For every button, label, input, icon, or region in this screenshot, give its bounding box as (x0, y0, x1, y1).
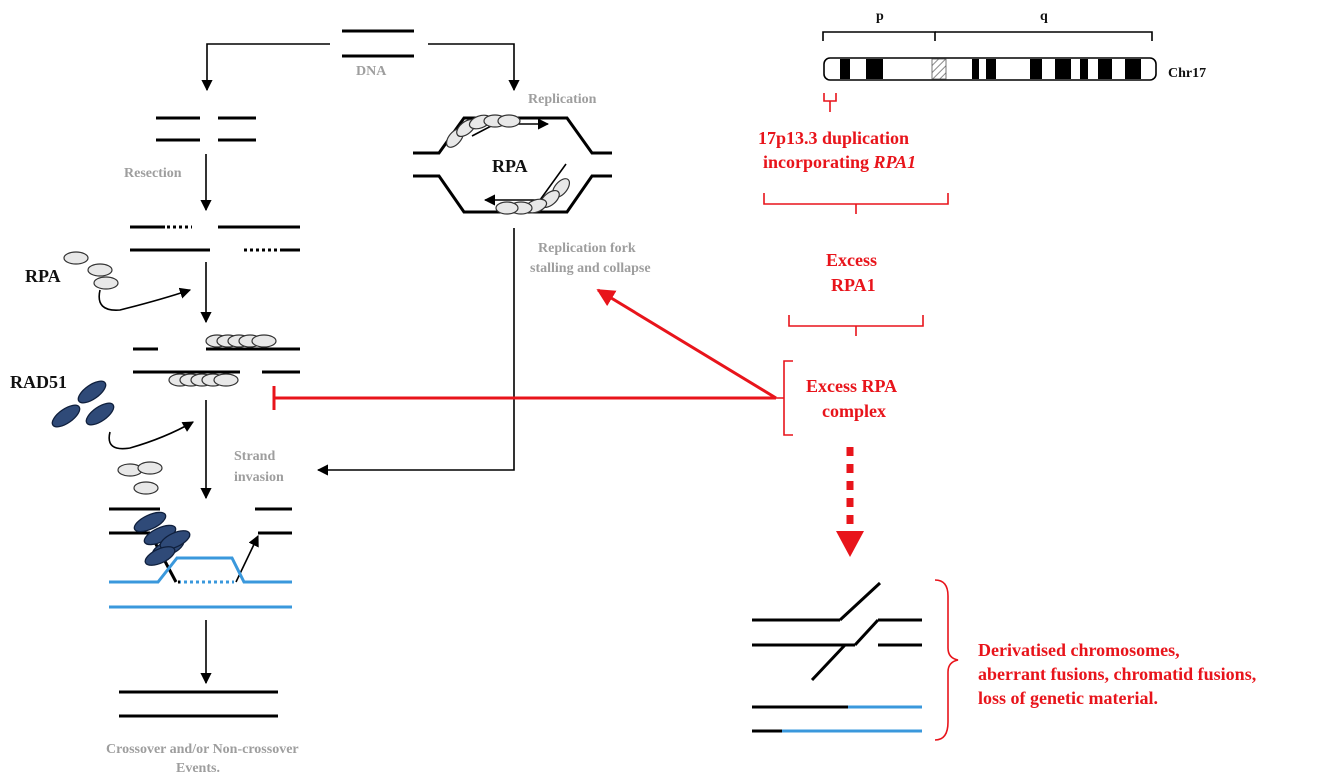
duplication-label-2: incorporating RPA1 (763, 152, 916, 172)
rpa-coated-dna (133, 335, 300, 386)
bracket-excess-complex (776, 361, 793, 435)
duplication-marker (824, 93, 836, 112)
q-arm-label: q (1040, 9, 1048, 24)
outcome-label-1: Crossover and/or Non-crossover (106, 742, 299, 757)
excess-complex-label-2: complex (822, 401, 886, 421)
outcome-label-2: Events. (176, 761, 220, 776)
rpa-fork-label: RPA (492, 156, 528, 176)
fork-stall-label-2: stalling and collapse (530, 261, 651, 276)
dna-duplex-top (342, 31, 414, 56)
repaired-dna (119, 692, 278, 716)
double-strand-break (156, 118, 256, 140)
chromosome-name: Chr17 (1168, 66, 1206, 81)
brace-excess-rpa1 (789, 315, 923, 336)
rpa-molecules-free (64, 252, 118, 289)
aberrant-chromosomes (752, 583, 922, 731)
duplication-label-1: 17p13.3 duplication (758, 128, 909, 148)
resected-dna (130, 227, 300, 250)
consequence-brace (935, 580, 958, 740)
consequence-label-2: aberrant fusions, chromatid fusions, (978, 664, 1256, 684)
red-arrow-to-fork-stall (598, 290, 776, 398)
strand-invasion-label-1: Strand (234, 449, 275, 464)
replication-label: Replication (528, 92, 597, 107)
fork-to-invasion-arrow (318, 228, 514, 470)
consequence-label-3: loss of genetic material. (978, 688, 1158, 708)
strand-invasion-label-2: invasion (234, 470, 284, 485)
consequence-label-1: Derivatised chromosomes, (978, 640, 1180, 660)
red-arrowhead (836, 531, 864, 557)
rpa-left-label: RPA (25, 266, 61, 286)
brace-duplication (764, 193, 948, 214)
rad51-label: RAD51 (10, 372, 67, 392)
p-arm-label: p (876, 9, 884, 24)
excess-complex-label-1: Excess RPA (806, 376, 897, 396)
rpa-molecules-released (118, 462, 162, 494)
chromosome-17-ideogram (824, 58, 1156, 80)
dna-label: DNA (356, 64, 387, 79)
excess-rpa1-label-2: RPA1 (831, 275, 876, 295)
rad51-loading-arrow (109, 422, 193, 449)
chromosome-arm-brackets (823, 32, 1152, 41)
d-loop-structure (109, 508, 292, 607)
resection-label: Resection (124, 166, 182, 181)
excess-rpa1-label-1: Excess (826, 250, 877, 270)
rpa-loading-arrow (99, 290, 190, 310)
fork-stall-label-1: Replication fork (538, 241, 636, 256)
inhibition-line (274, 386, 776, 410)
